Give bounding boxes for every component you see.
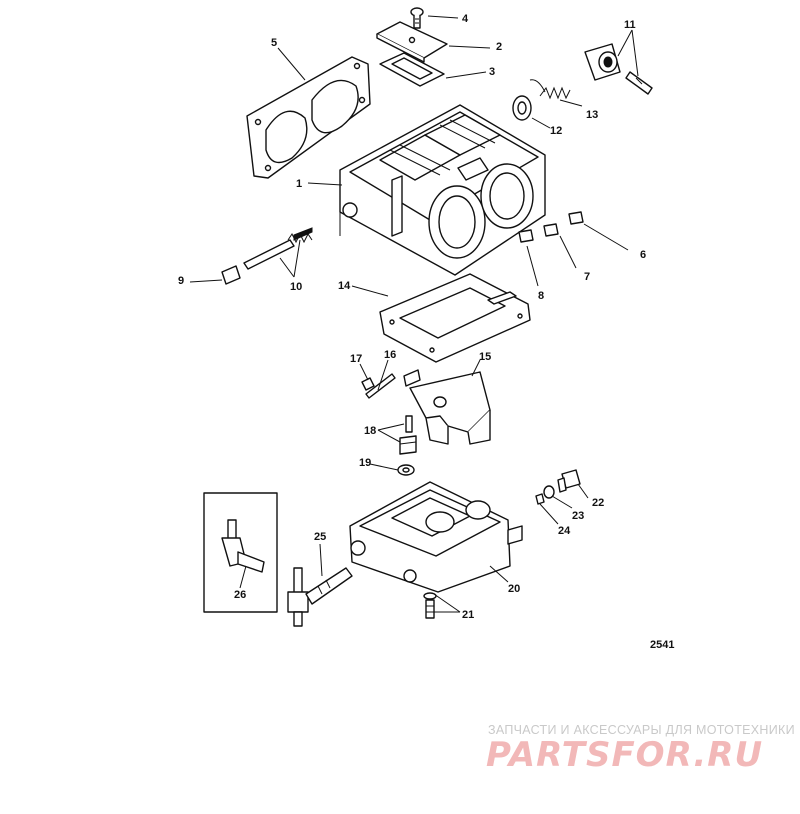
part-13-spring: [529, 79, 571, 100]
callout-24: 24: [558, 525, 571, 537]
callout-17: 17: [350, 353, 362, 365]
callout-10: 10: [290, 281, 302, 293]
part-2-cover-plate: [376, 21, 448, 63]
watermark-tagline: ЗАПЧАСТИ И АКСЕССУАРЫ ДЛЯ МОТОТЕХНИКИ: [488, 723, 795, 737]
callout-3: 3: [489, 66, 495, 78]
callout-25: 25: [314, 531, 326, 543]
callout-18: 18: [364, 425, 376, 437]
callout-21: 21: [462, 609, 474, 621]
part-7-plug: [543, 223, 559, 237]
part-19-washer: [397, 464, 415, 476]
watermark: ЗАПЧАСТИ И АКСЕССУАРЫ ДЛЯ МОТОТЕХНИКИ PA…: [486, 723, 795, 775]
part-26-inset: [203, 492, 278, 613]
callout-labels: 4 2 3 5 11 13 12 1 6 7 8 9 10 14 17 16 1…: [178, 13, 674, 651]
part-11-pump-assembly: [584, 43, 653, 95]
part-21-screw-washer: [423, 592, 437, 619]
callout-26: 26: [234, 589, 246, 601]
callout-12: 12: [550, 125, 562, 137]
callout-9: 9: [178, 275, 184, 287]
part-23-gasket: [543, 485, 555, 499]
part-20-carburetor-base: [349, 481, 523, 593]
callout-19: 19: [359, 457, 371, 469]
part-3-gasket: [379, 52, 445, 87]
part-1-carburetor-body: [339, 104, 546, 276]
callout-2: 2: [496, 41, 502, 53]
callout-5: 5: [271, 37, 277, 49]
leader-lines: [189, 15, 639, 613]
callout-8: 8: [538, 290, 544, 302]
callout-4: 4: [462, 13, 469, 25]
callout-14: 14: [338, 280, 351, 292]
watermark-brand: PARTSFOR.RU: [486, 735, 763, 775]
part-5-gasket: [246, 56, 371, 179]
callout-11: 11: [624, 19, 636, 31]
callout-6: 6: [640, 249, 646, 261]
part-24-small-plug: [535, 493, 545, 505]
part-12-washer: [512, 95, 532, 121]
part-25-fitting: [287, 567, 353, 627]
part-9-cap: [221, 265, 241, 285]
callout-22: 22: [592, 497, 604, 509]
callout-15: 15: [479, 351, 491, 363]
part-15-float: [403, 369, 491, 445]
callout-7: 7: [584, 271, 590, 283]
part-8-plug: [518, 229, 534, 243]
part-16-pin: [365, 373, 396, 399]
callout-16: 16: [384, 349, 396, 361]
part-14-gasket: [379, 273, 531, 363]
callout-1: 1: [296, 178, 302, 190]
callout-20: 20: [508, 583, 520, 595]
part-4-screw: [410, 7, 424, 29]
part-6-plug: [568, 211, 584, 225]
part-18-needle-seat: [399, 415, 417, 455]
figure-number: 2541: [650, 639, 674, 651]
callout-13: 13: [586, 109, 598, 121]
callout-23: 23: [572, 510, 584, 522]
part-22-plug: [557, 469, 581, 493]
part-10-needle-spring: [243, 227, 313, 270]
